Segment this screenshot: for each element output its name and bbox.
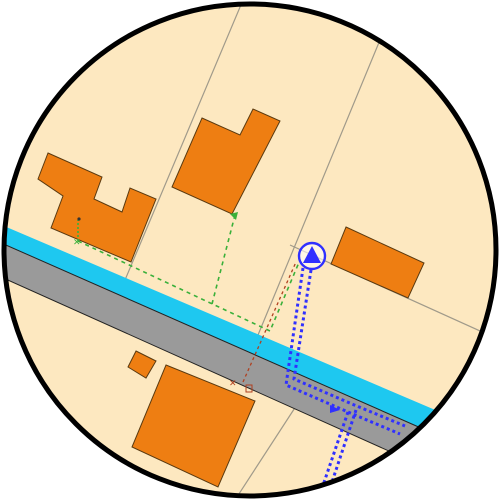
green-connectors: [77, 214, 301, 333]
building: [171, 108, 281, 215]
building: [127, 350, 157, 379]
building: [37, 152, 157, 263]
building: [131, 364, 256, 488]
route-segment: [292, 269, 406, 428]
parcel-line: [234, 399, 301, 496]
cycle-lane: [4, 220, 440, 432]
connector-dot-icon: [77, 217, 81, 221]
parcel-line: [257, 39, 381, 336]
red-box-icon: [245, 384, 253, 393]
red-connector: [242, 261, 297, 383]
building: [330, 226, 425, 299]
route-arrow-icon: [330, 405, 340, 413]
buildings: [37, 108, 425, 488]
connector-markers: ✕: [73, 212, 238, 248]
red-connector-markers: ✕: [229, 379, 253, 393]
navigation-arrow-icon[interactable]: [297, 241, 327, 271]
road-edge: [4, 237, 431, 433]
parcel-line: [124, 4, 244, 281]
connector-arrow-icon: [230, 212, 238, 220]
route-segment: [284, 267, 401, 436]
connector-cross-icon: ✕: [73, 238, 81, 248]
red-cross-icon: ✕: [229, 379, 237, 389]
